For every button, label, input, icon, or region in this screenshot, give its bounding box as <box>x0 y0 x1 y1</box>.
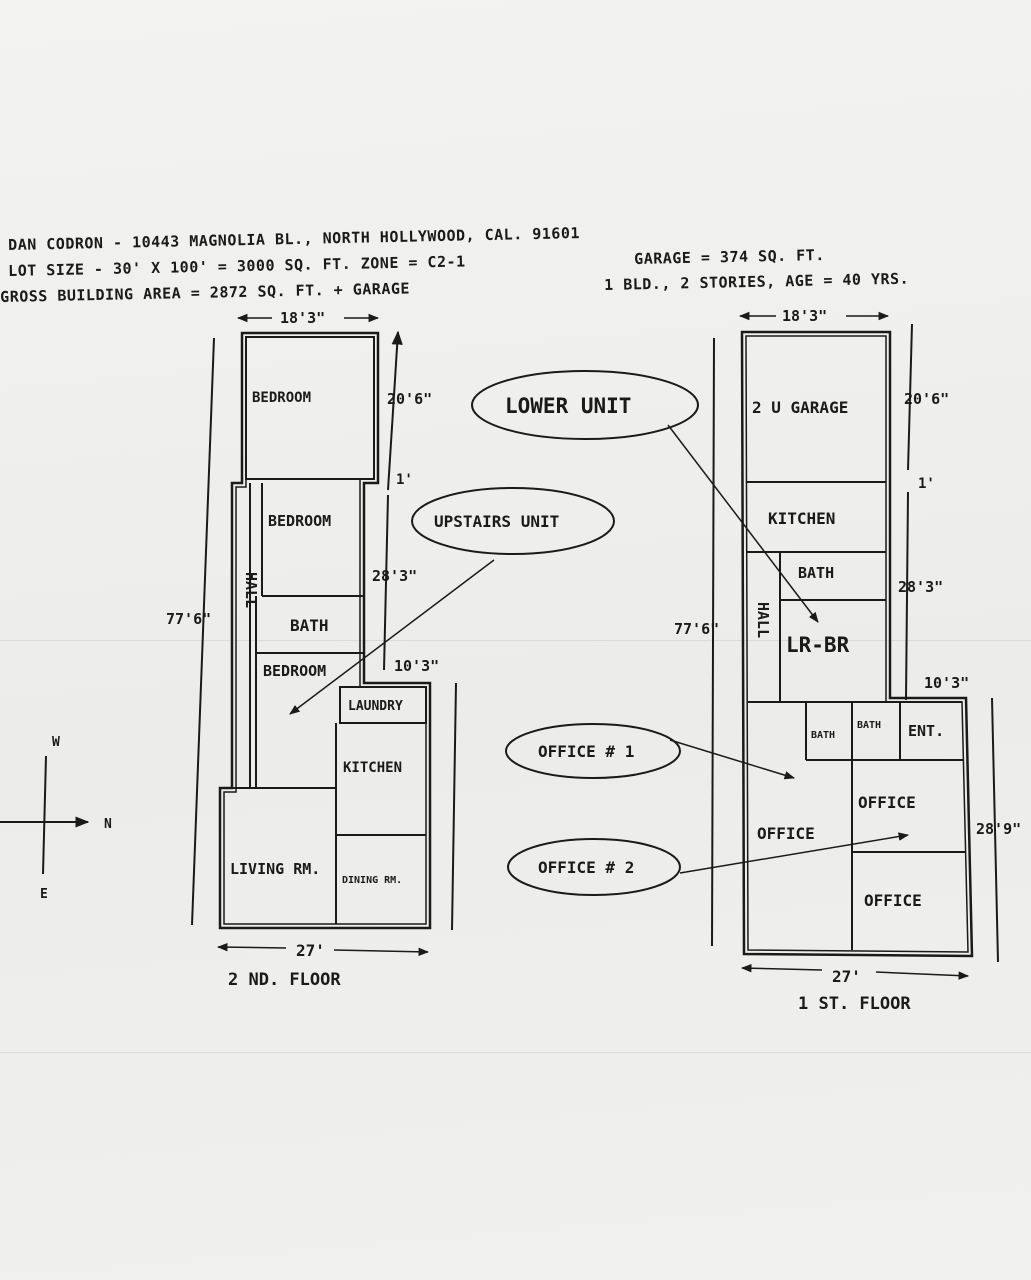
room-hall-lower: HALL <box>754 602 772 638</box>
fold-line <box>0 640 1031 641</box>
dim-1st-top-width: 18'3" <box>782 307 827 325</box>
dim-2nd-d: 10'3" <box>394 657 439 675</box>
compass-north: N <box>104 817 112 832</box>
dim-2nd-a: 20'6" <box>387 390 432 408</box>
dim-1st-c: 28'3" <box>898 578 943 596</box>
room-bath-b: BATH <box>857 720 881 731</box>
room-kitchen-lower: KITCHEN <box>768 509 835 528</box>
room-laundry: LAUNDRY <box>348 699 403 714</box>
caption-1st-floor: 1 ST. FLOOR <box>798 994 911 1014</box>
dim-1st-e: 28'9" <box>976 820 1021 838</box>
dim-2nd-length: 77'6" <box>166 610 211 628</box>
room-hall-upper: HALL <box>242 572 260 608</box>
callout-office1: OFFICE # 1 <box>538 742 634 761</box>
room-entry: ENT. <box>908 722 944 740</box>
room-bath-lower: BATH <box>798 564 834 582</box>
room-bedroom-middle: BEDROOM <box>268 512 331 530</box>
dim-2nd-b: 1' <box>396 472 413 488</box>
room-garage: 2 U GARAGE <box>752 398 848 417</box>
room-bedroom-lower: BEDROOM <box>263 662 326 680</box>
room-office-left: OFFICE <box>757 824 815 843</box>
compass-east: E <box>40 887 48 902</box>
dim-1st-length: 77'6" <box>674 620 719 638</box>
dim-1st-a: 20'6" <box>904 390 949 408</box>
room-bath-upper: BATH <box>290 616 329 635</box>
room-office-right-top: OFFICE <box>858 793 916 812</box>
callout-lower-unit-ellipse <box>471 370 699 440</box>
callout-office1-ellipse <box>505 723 681 779</box>
room-bedroom-upper: BEDROOM <box>252 390 311 406</box>
dim-1st-bottom-width: 27' <box>832 967 861 986</box>
room-lr-br: LR-BR <box>786 633 850 657</box>
room-living: LIVING RM. <box>230 860 320 878</box>
fold-line <box>0 1052 1031 1053</box>
callout-office2: OFFICE # 2 <box>538 858 634 877</box>
compass-rose <box>0 755 90 875</box>
second-floor-plan <box>218 331 432 930</box>
dim-2nd-bottom-width: 27' <box>296 941 325 960</box>
room-dining: DINING RM. <box>342 875 402 886</box>
room-kitchen-upper: KITCHEN <box>343 760 402 776</box>
compass-west: W <box>52 735 60 750</box>
first-floor-plan <box>740 330 974 958</box>
room-bath-a: BATH <box>811 730 835 741</box>
dim-2nd-top-width: 18'3" <box>280 309 325 327</box>
caption-2nd-floor: 2 ND. FLOOR <box>228 970 341 990</box>
dim-1st-d: 10'3" <box>924 674 969 692</box>
callout-upstairs-unit: UPSTAIRS UNIT <box>434 512 559 531</box>
dim-2nd-c: 28'3" <box>372 567 417 585</box>
dim-1st-b: 1' <box>918 476 935 492</box>
callout-upstairs-unit-ellipse <box>411 487 615 555</box>
callout-lower-unit: LOWER UNIT <box>505 394 631 418</box>
room-office-right-bottom: OFFICE <box>864 891 922 910</box>
callout-office2-ellipse <box>507 838 681 896</box>
